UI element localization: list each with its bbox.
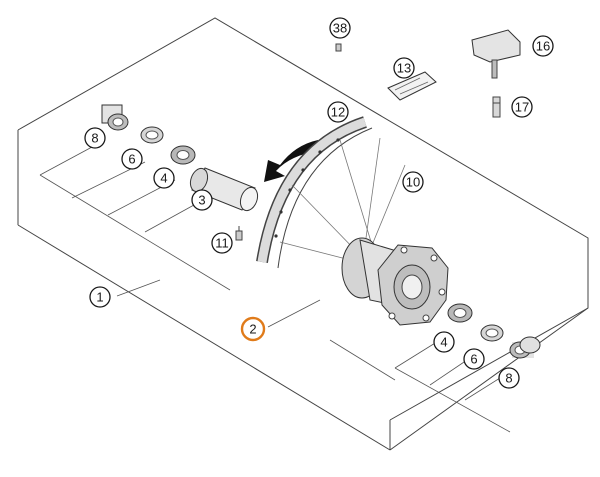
callout-8-right: 8 bbox=[498, 367, 520, 389]
callout-12: 12 bbox=[327, 101, 349, 123]
svg-text:8: 8 bbox=[505, 371, 512, 386]
callout-1: 1 bbox=[89, 286, 111, 308]
rim-lock-nut-17 bbox=[492, 96, 501, 118]
callout-8-left: 8 bbox=[84, 127, 106, 149]
hub-2 bbox=[341, 237, 449, 326]
callout-17: 17 bbox=[511, 96, 533, 118]
rim-lock-13 bbox=[387, 71, 437, 101]
callout-6-right: 6 bbox=[463, 348, 485, 370]
callout-13: 13 bbox=[393, 57, 415, 79]
svg-text:17: 17 bbox=[515, 100, 529, 115]
svg-text:16: 16 bbox=[536, 39, 550, 54]
rim-lock-body-16 bbox=[471, 29, 521, 79]
svg-text:2: 2 bbox=[249, 322, 256, 337]
svg-text:6: 6 bbox=[470, 352, 477, 367]
svg-text:6: 6 bbox=[128, 152, 135, 167]
callout-4-left: 4 bbox=[153, 167, 175, 189]
spokes-10 bbox=[279, 137, 406, 263]
left-seal-6 bbox=[140, 126, 164, 144]
left-bearing-4 bbox=[170, 145, 196, 165]
callout-6-left: 6 bbox=[121, 148, 143, 170]
svg-text:1: 1 bbox=[96, 290, 103, 305]
svg-text:13: 13 bbox=[397, 61, 411, 76]
callout-16: 16 bbox=[532, 35, 554, 57]
svg-text:12: 12 bbox=[331, 105, 345, 120]
callout-2-highlighted: 2 bbox=[240, 316, 266, 342]
right-bearing-4 bbox=[447, 303, 473, 323]
left-spacer-8 bbox=[101, 104, 129, 131]
callout-11: 11 bbox=[211, 232, 233, 254]
callout-4-right: 4 bbox=[433, 331, 455, 353]
svg-text:4: 4 bbox=[440, 335, 447, 350]
callout-10: 10 bbox=[402, 171, 424, 193]
callout-38: 38 bbox=[329, 17, 351, 39]
rim-12 bbox=[256, 116, 373, 269]
distance-tube-3 bbox=[189, 167, 259, 212]
svg-text:11: 11 bbox=[215, 236, 229, 251]
right-spacer-8 bbox=[509, 336, 541, 359]
right-seal-6 bbox=[480, 324, 504, 342]
svg-text:4: 4 bbox=[160, 171, 167, 186]
spoke-nipple-38 bbox=[335, 43, 342, 52]
svg-text:8: 8 bbox=[91, 131, 98, 146]
svg-text:38: 38 bbox=[333, 21, 347, 36]
callout-3: 3 bbox=[191, 189, 213, 211]
svg-text:10: 10 bbox=[406, 175, 420, 190]
valve-screw-11 bbox=[235, 226, 243, 241]
svg-text:3: 3 bbox=[198, 193, 205, 208]
